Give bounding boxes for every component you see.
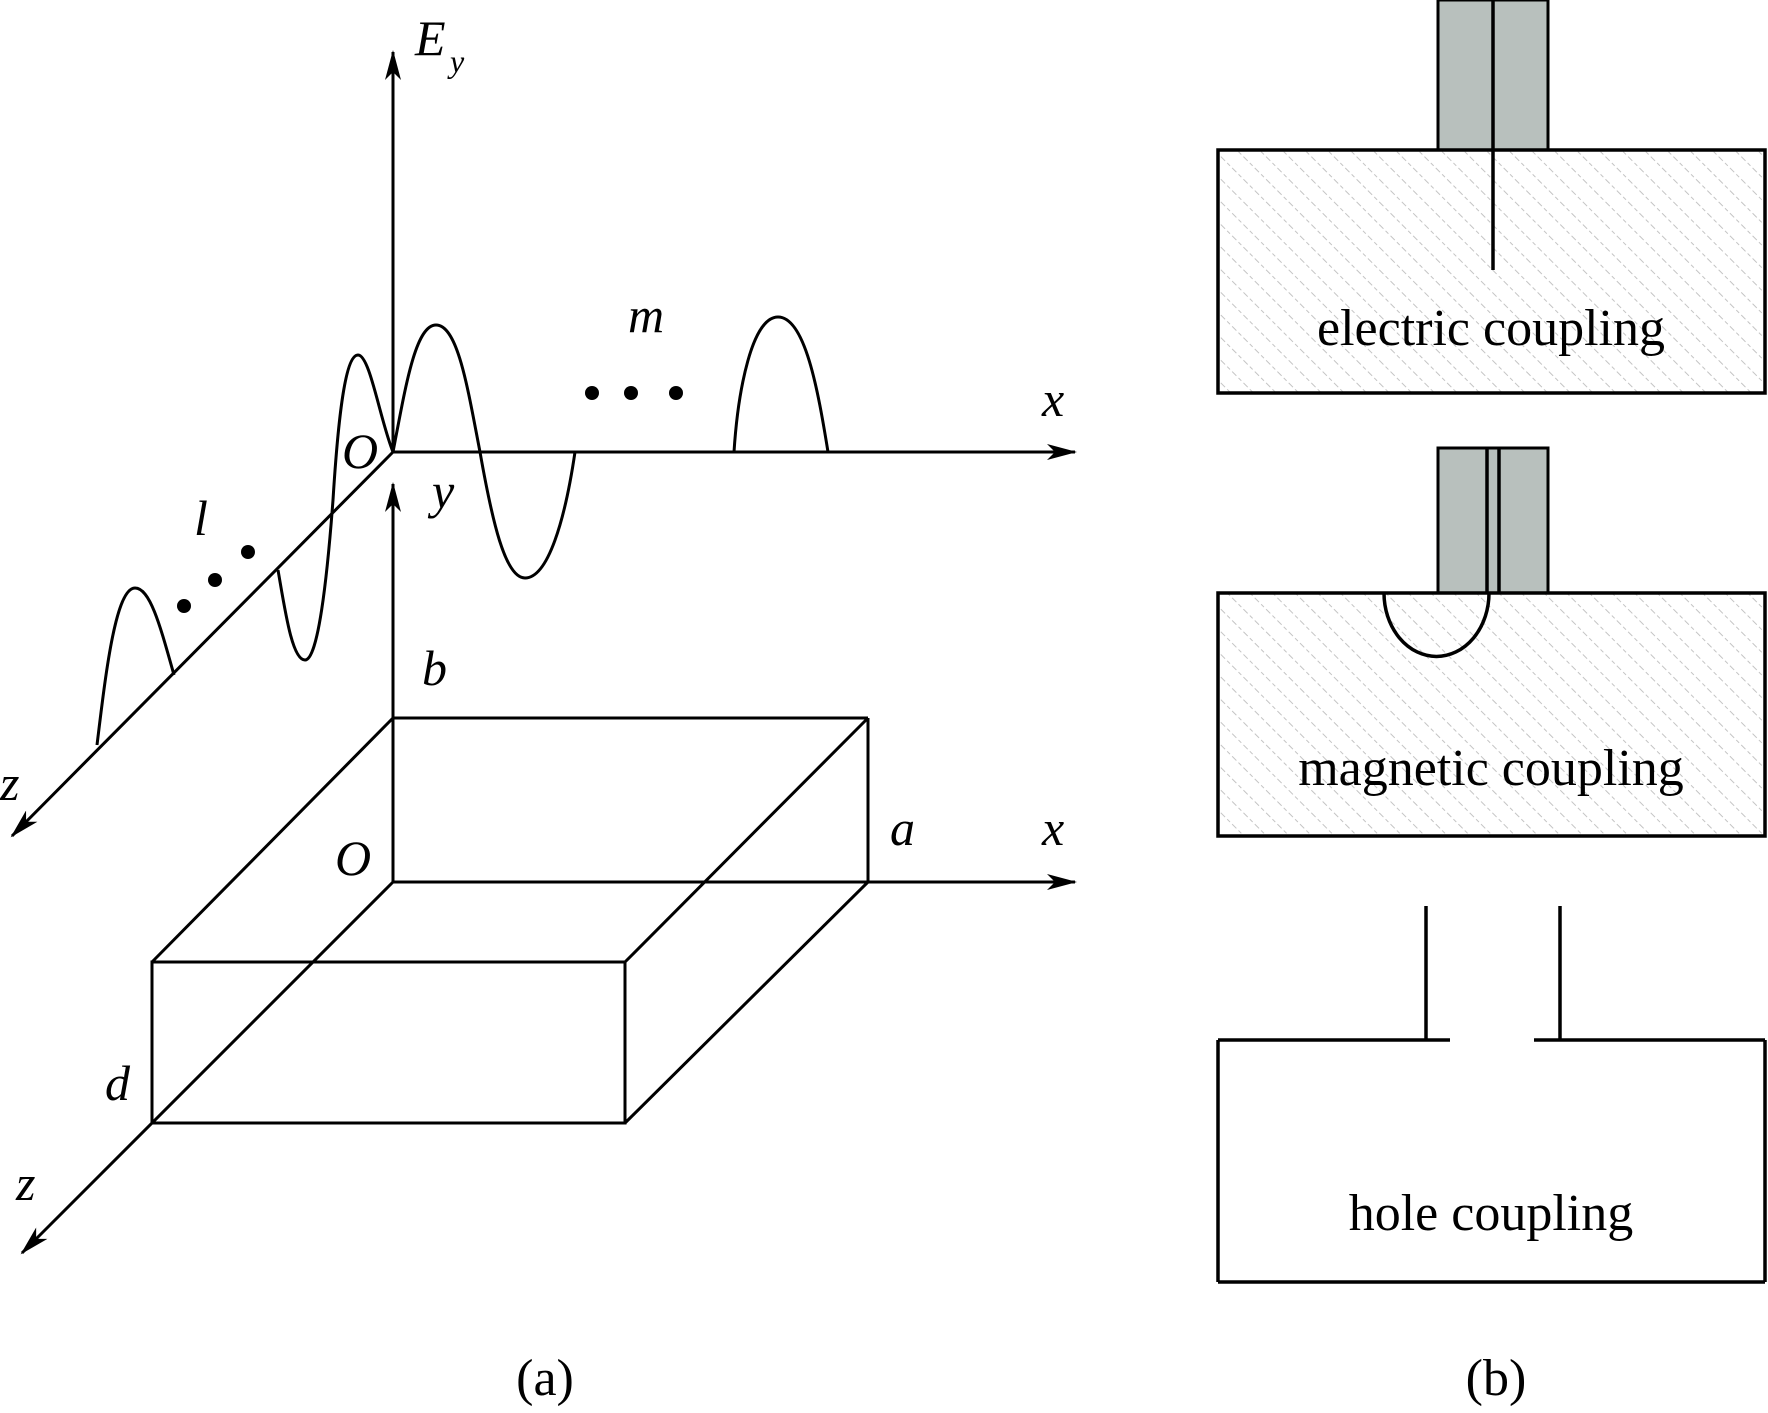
x-direction-last-half-wave (732, 315, 830, 453)
hole-coupling-block: hole coupling (1216, 906, 1767, 1284)
z-ellipsis-dots (177, 545, 255, 613)
electric-coupling-label: electric coupling (1317, 300, 1665, 357)
dimension-b: b (422, 640, 447, 696)
z-axis-bottom-label: z (15, 1155, 35, 1211)
magnetic-probe-connector (1436, 446, 1550, 595)
x-axis-top-label: x (1041, 371, 1064, 427)
z-axis-top-label: z (0, 755, 19, 811)
z-axis-bottom (20, 880, 395, 1255)
cavity-box (150, 716, 870, 1125)
x-direction-wave (391, 323, 577, 580)
dimension-d: d (105, 1055, 131, 1111)
dimension-a: a (890, 800, 915, 856)
ey-axis-label: E (414, 10, 446, 66)
origin-top-label: O (342, 423, 378, 479)
ey-axis-subscript: y (447, 43, 465, 79)
mode-index-l: l (194, 490, 208, 546)
origin-bottom-label: O (335, 830, 371, 886)
magnetic-coupling-loop (1382, 592, 1491, 659)
x-axis-bottom-label: x (1041, 800, 1064, 856)
panel-a: E y x z O y m l x z (0, 10, 1077, 1407)
caption-a: (a) (516, 1350, 574, 1407)
panel-b: electric coupling magnetic coupling hole… (1216, 0, 1767, 1407)
magnetic-coupling-label: magnetic coupling (1298, 740, 1684, 797)
y-axis-label: y (427, 463, 455, 519)
hole-coupling-label: hole coupling (1349, 1185, 1634, 1242)
z-direction-last-half-wave (95, 586, 176, 746)
magnetic-coupling-block: magnetic coupling (1216, 446, 1767, 838)
z-axis-top (10, 450, 395, 838)
mode-index-m: m (628, 287, 664, 343)
z-direction-wave (276, 353, 395, 662)
caption-b: (b) (1466, 1350, 1527, 1407)
electric-coupling-block: electric coupling (1216, 0, 1767, 395)
x-ellipsis-dots (585, 386, 683, 400)
